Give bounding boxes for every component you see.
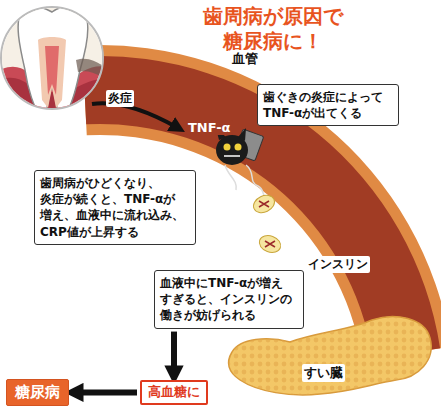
title: 歯周病が原因で 糖尿病に！ (198, 4, 348, 54)
process-box: 歯周病がひどくなり、 炎症が続くと、TNF-αが 増え、血液中に流れ込み、 CR… (34, 170, 196, 245)
part-label: すい臓 (302, 364, 345, 382)
tnf-monster (216, 128, 270, 198)
flow-arrow (72, 389, 137, 395)
part-label: インスリン (306, 256, 370, 273)
part-label: 血管 (230, 50, 260, 68)
process-box: 血液中にTNF-αが増え すぎると、インスリンの 働きが妨げられる (154, 270, 304, 329)
flow-arrow (171, 332, 177, 377)
inflammation-arrow (92, 103, 178, 128)
process-box: 歯ぐきの炎症によって TNF-αが出てくる (257, 84, 399, 126)
box-text: 血液中にTNF-αが増え すぎると、インスリンの 働きが妨げられる (160, 275, 298, 324)
part-label: 炎症 (106, 90, 134, 107)
insulin-creatures (251, 192, 283, 255)
outcome-box: 糖尿病 (6, 379, 69, 406)
result-box: 高血糖に (140, 380, 208, 405)
box-text: 糖尿病 (15, 383, 60, 402)
box-text: 歯周病がひどくなり、 炎症が続くと、TNF-αが 増え、血液中に流れ込み、 CR… (40, 175, 190, 240)
box-text: 高血糖に (148, 384, 200, 401)
box-text: 歯ぐきの炎症によって TNF-αが出てくる (263, 89, 393, 121)
part-label: TNF-α (186, 120, 233, 135)
